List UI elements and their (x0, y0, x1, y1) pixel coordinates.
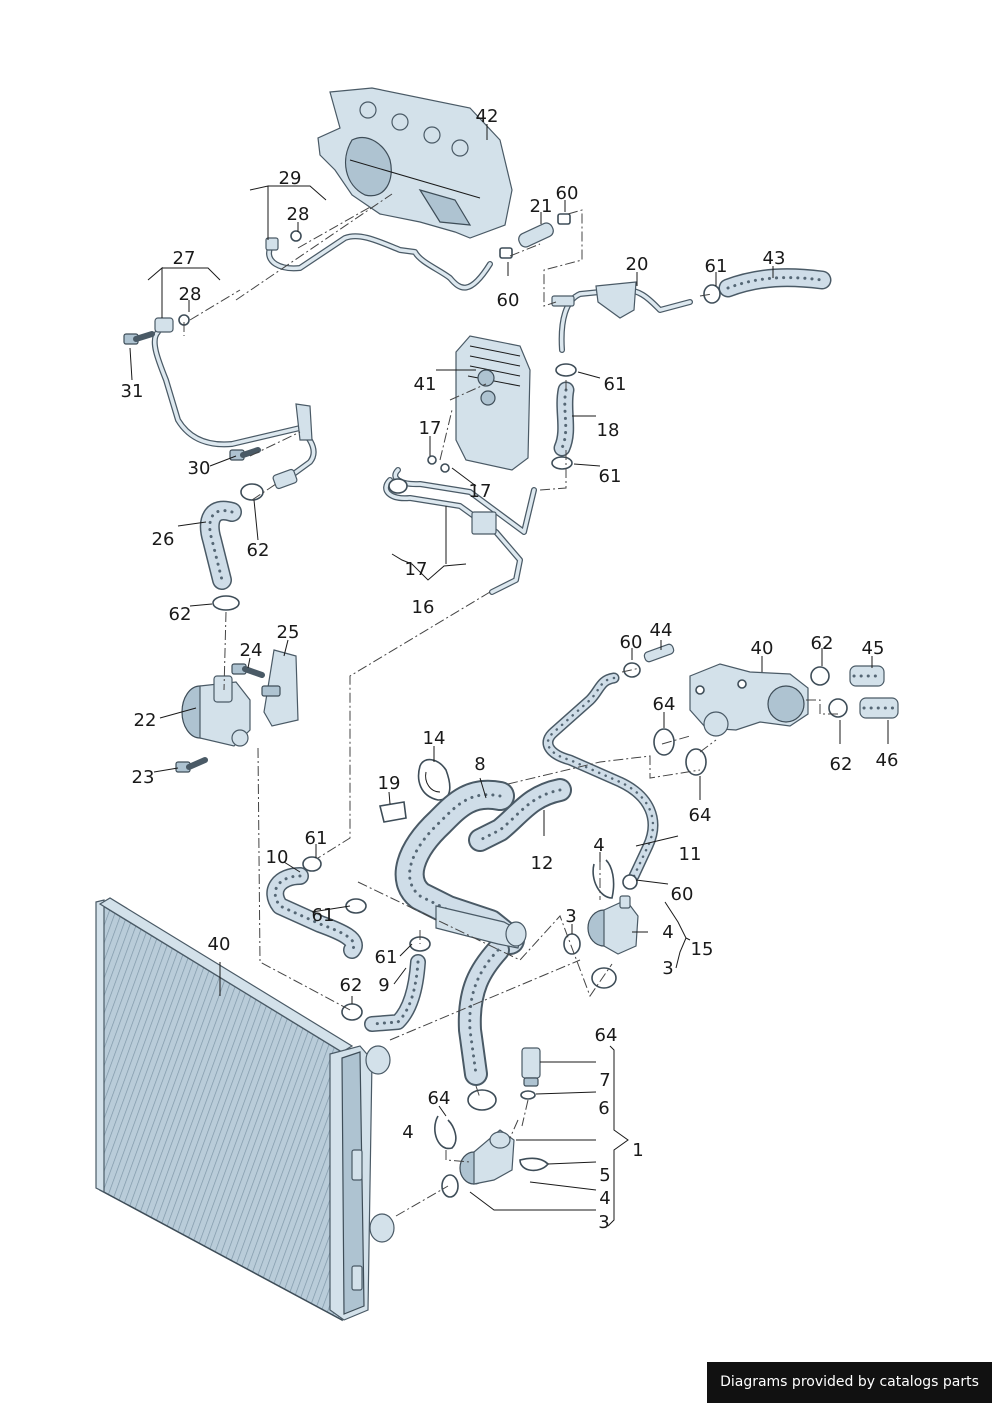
callout-61: 61 (305, 828, 328, 849)
callout-64: 64 (653, 694, 676, 715)
hose-26-part (199, 483, 264, 611)
callout-20: 20 (626, 254, 649, 275)
thermostat-housing-part (623, 643, 809, 737)
callout-25: 25 (277, 622, 300, 643)
callout-61: 61 (599, 466, 622, 487)
callout-61: 61 (604, 374, 627, 395)
callout-1: 1 (632, 1140, 643, 1161)
callout-24: 24 (240, 640, 263, 661)
callout-40: 40 (208, 934, 231, 955)
callout-6: 6 (598, 1098, 609, 1119)
turbocharger-manifold-part (317, 87, 513, 239)
callout-22: 22 (134, 710, 157, 731)
callout-60: 60 (620, 632, 643, 653)
callout-27: 27 (173, 248, 196, 269)
callout-30: 30 (188, 458, 211, 479)
callout-45: 45 (862, 638, 885, 659)
callout-4: 4 (593, 835, 604, 856)
callout-28: 28 (179, 284, 202, 305)
callout-18: 18 (597, 420, 620, 441)
coolant-flange-15-part (563, 859, 639, 989)
main-hose-assembly-part (394, 778, 572, 1086)
watermark-banner: Diagrams provided by catalogs parts (707, 1362, 992, 1403)
coolant-flange-pipe-part (551, 281, 693, 353)
callout-17: 17 (469, 481, 492, 502)
turbo-coolant-pipe-part (265, 233, 493, 291)
callout-29: 29 (279, 168, 302, 189)
callout-labels: 42 29 28 21 60 27 28 60 20 61 43 31 41 6… (121, 106, 899, 1233)
callout-16: 16 (412, 597, 435, 618)
callout-60: 60 (556, 183, 579, 204)
hoses-45-46-part (810, 665, 899, 719)
callout-62: 62 (247, 540, 270, 561)
callout-4: 4 (402, 1122, 413, 1143)
leader-lines (129, 124, 889, 1227)
hose-43-part (703, 268, 832, 304)
oil-cooler-part (427, 335, 531, 473)
callout-4: 4 (662, 922, 673, 943)
callout-64: 64 (689, 805, 712, 826)
callout-3: 3 (565, 906, 576, 927)
callout-14: 14 (423, 728, 446, 749)
callout-61: 61 (375, 947, 398, 968)
callout-17: 17 (419, 418, 442, 439)
callout-19: 19 (378, 773, 401, 794)
clamps-64-part (653, 728, 707, 776)
callout-62: 62 (811, 633, 834, 654)
coolant-pipe-16-part (383, 467, 537, 595)
callout-4: 4 (599, 1188, 610, 1209)
callout-62: 62 (169, 604, 192, 625)
callout-43: 43 (763, 248, 786, 269)
callout-61: 61 (312, 905, 335, 926)
callout-5: 5 (599, 1165, 610, 1186)
callout-7: 7 (599, 1070, 610, 1091)
callout-10: 10 (266, 847, 289, 868)
clamps-14-19-part (379, 758, 451, 823)
callout-28: 28 (287, 204, 310, 225)
callout-12: 12 (531, 853, 554, 874)
lower-connector-part (434, 1047, 550, 1198)
callout-3: 3 (662, 958, 673, 979)
callout-61: 61 (705, 256, 728, 277)
callout-62: 62 (340, 975, 363, 996)
hose-10-part (266, 856, 367, 959)
callout-42: 42 (476, 106, 499, 127)
callout-60: 60 (671, 884, 694, 905)
callout-8: 8 (474, 754, 485, 775)
callout-17: 17 (405, 559, 428, 580)
callout-64: 64 (595, 1025, 618, 1046)
hose-9-part (341, 936, 431, 1032)
callout-60: 60 (497, 290, 520, 311)
callout-62: 62 (830, 754, 853, 775)
radiator-part (95, 897, 395, 1322)
callout-15: 15 (691, 939, 714, 960)
callout-31: 31 (121, 381, 144, 402)
callout-3: 3 (598, 1212, 609, 1233)
assembly-lines (183, 193, 838, 1217)
hose-18-part (551, 363, 577, 470)
water-pump-part (181, 649, 299, 747)
hose-11-part (542, 672, 659, 890)
callout-21: 21 (530, 196, 553, 217)
fasteners-part (123, 213, 571, 773)
callout-9: 9 (378, 975, 389, 996)
callout-26: 26 (152, 529, 175, 550)
callout-23: 23 (132, 767, 155, 788)
return-pipe-part (151, 317, 317, 481)
callout-64: 64 (428, 1088, 451, 1109)
callout-41: 41 (414, 374, 437, 395)
callout-40: 40 (751, 638, 774, 659)
callout-11: 11 (679, 844, 702, 865)
callout-46: 46 (876, 750, 899, 771)
callout-44: 44 (650, 620, 673, 641)
